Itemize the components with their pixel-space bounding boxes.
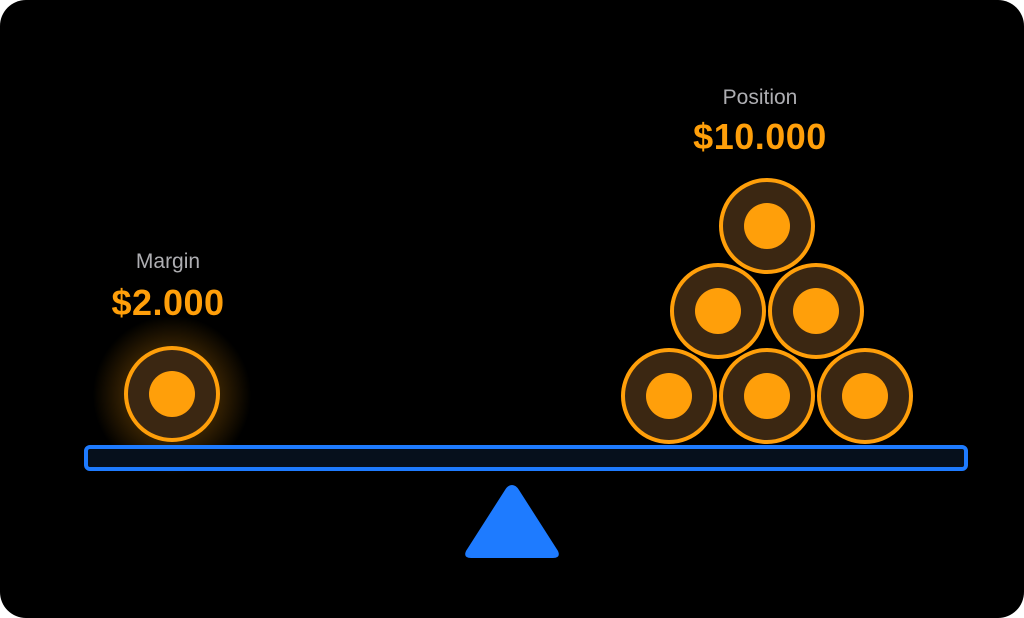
position-label: Position	[722, 86, 798, 109]
position-coin-icon	[768, 263, 864, 359]
position-coin-icon	[670, 263, 766, 359]
margin-coin-icon	[124, 346, 220, 442]
position-coin-icon	[621, 348, 717, 444]
position-amount: $10.000	[693, 116, 827, 157]
position-coin-icon	[817, 348, 913, 444]
position-coin-icon	[719, 178, 815, 274]
position-coin-icon	[719, 348, 815, 444]
margin-label: Margin	[135, 250, 201, 273]
margin-amount: $2.000	[111, 282, 225, 323]
seesaw-beam	[84, 445, 968, 471]
triangle-fulcrum-icon	[465, 485, 559, 558]
